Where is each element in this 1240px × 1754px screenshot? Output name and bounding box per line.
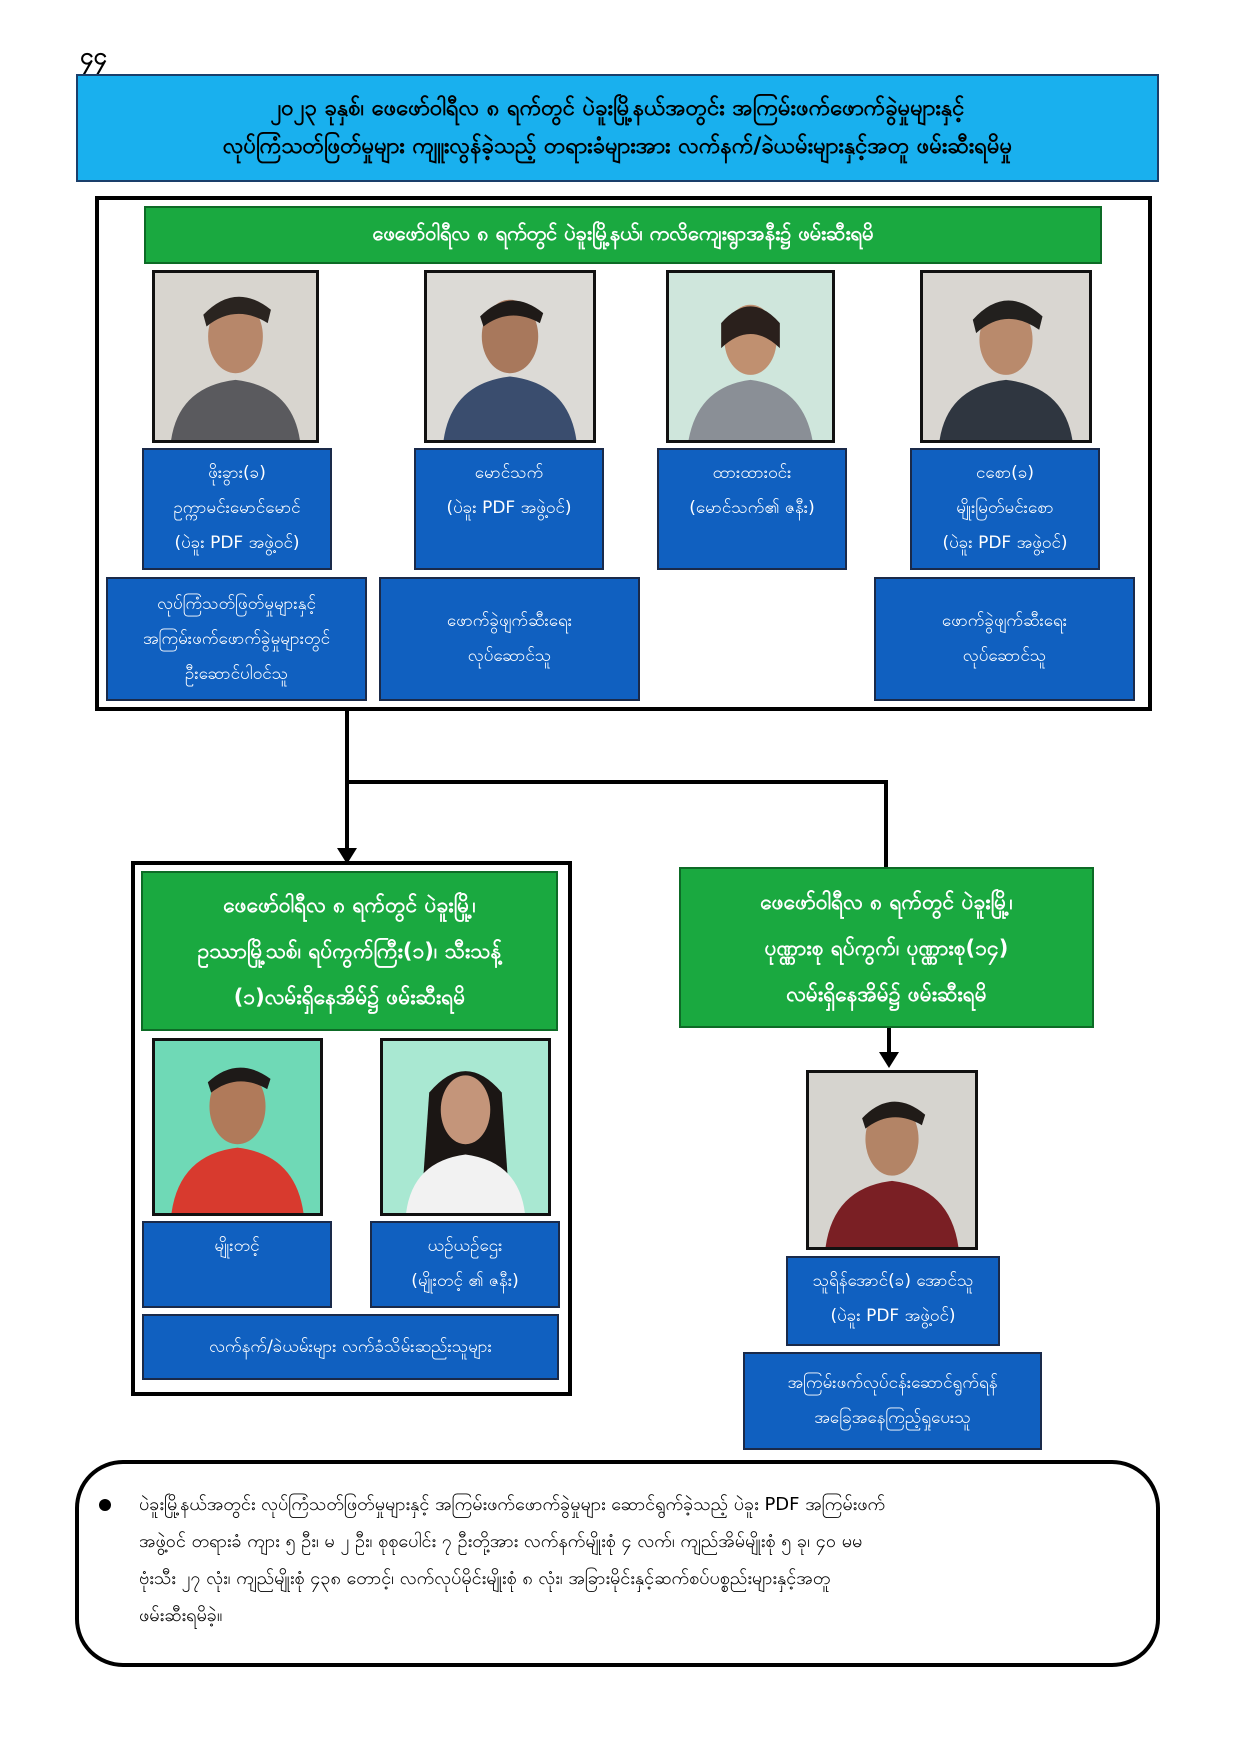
group3-header-line: လမ်းရှိနေအိမ်၌ ဖမ်းဆီးရမိ: [786, 981, 987, 1006]
summary-line: ဗုံးသီး ၂၇ လုံး၊ ကျည်မျိုးစုံ ၄၃၈ တောင့်…: [139, 1568, 831, 1589]
summary-line: အဖွဲ့ဝင် တရားခံ ကျား ၅ ဦး၊ မ ၂ ဦး၊ စုစုပ…: [139, 1531, 863, 1552]
suspect-6-name-box: ယဉ်ယဉ်ဌေး (မျိုးတင့် ၏ ဇနီး): [370, 1221, 560, 1308]
suspect-3-name-line: (မောင်သက်၏ ဇနီး): [689, 498, 815, 518]
connector-line: [345, 711, 349, 782]
arrow-down-icon: [879, 1052, 899, 1068]
suspect-2-role-line: လုပ်ဆောင်သူ: [467, 646, 552, 666]
suspect-photo-1: [152, 270, 319, 443]
suspect-4-name-line: မျိုးမြတ်မင်းစော: [956, 498, 1054, 518]
bullet-icon: [99, 1499, 111, 1511]
suspect-7-name-line: သူရိန်အောင်(ခ) အောင်သူ: [812, 1271, 974, 1291]
suspect-3-name-box: ထားထားဝင်း (မောင်သက်၏ ဇနီး): [657, 448, 847, 570]
group2-header-line: (၁)လမ်းရှိနေအိမ်၌ ဖမ်းဆီးရမိ: [233, 985, 466, 1009]
group2-role-box: လက်နက်/ခဲယမ်းများ လက်ခံသိမ်းဆည်းသူများ: [142, 1314, 559, 1380]
suspect-4-name-line: ငစော(ခ): [975, 463, 1035, 483]
page-number: ၄၄: [80, 42, 107, 70]
suspect-2-name-box: မောင်သက် (ပဲခူး PDF အဖွဲ့ဝင်): [414, 448, 604, 570]
suspect-4-role-line: ဖောက်ခွဲဖျက်ဆီးရေး: [941, 611, 1068, 631]
suspect-2-name-line: (ပဲခူး PDF အဖွဲ့ဝင်): [446, 498, 572, 518]
summary-line: ပဲခူးမြို့နယ်အတွင်း လုပ်ကြံသတ်ဖြတ်မှုမျာ…: [139, 1494, 886, 1515]
suspect-1-name-line: ဥက္ကာမင်းမောင်မောင်: [173, 498, 301, 518]
title-line-2: လုပ်ကြံသတ်ဖြတ်မှုများ ကျူးလွန်ခဲ့သည့် တရ…: [222, 134, 1013, 159]
group3-header-line: ပုဏ္ဏားစု ရပ်ကွက်၊ ပုဏ္ဏားစု(၁၄): [764, 935, 1009, 960]
suspect-photo-4: [920, 270, 1092, 443]
suspect-4-role-line: လုပ်ဆောင်သူ: [962, 646, 1047, 666]
summary-text: ပဲခူးမြို့နယ်အတွင်း လုပ်ကြံသတ်ဖြတ်မှုမျာ…: [139, 1486, 1126, 1634]
suspect-4-role-box: ဖောက်ခွဲဖျက်ဆီးရေး လုပ်ဆောင်သူ: [874, 577, 1135, 701]
suspect-6-name-line: (မျိုးတင့် ၏ ဇနီး): [411, 1271, 519, 1291]
suspect-photo-3: [666, 270, 835, 443]
suspect-1-name-box: ဖိုးခွား(ခ) ဥက္ကာမင်းမောင်မောင် (ပဲခူး P…: [142, 448, 332, 570]
suspect-2-role-box: ဖောက်ခွဲဖျက်ဆီးရေး လုပ်ဆောင်သူ: [379, 577, 640, 701]
group1-header-text: ဖေဖော်ဝါရီလ ၈ ရက်တွင် ပဲခူးမြို့နယ်၊ ကလိ…: [372, 221, 874, 245]
suspect-1-name-line: (ပဲခူး PDF အဖွဲ့ဝင်): [174, 533, 300, 553]
suspect-photo-6: [380, 1038, 551, 1216]
suspect-1-role-line: ဦးဆောင်ပါဝင်သူ: [184, 663, 289, 684]
summary-line: ဖမ်းဆီးရမိခဲ့။: [139, 1605, 223, 1626]
connector-line: [345, 780, 888, 784]
group1-header: ဖေဖော်ဝါရီလ ၈ ရက်တွင် ပဲခူးမြို့နယ်၊ ကလိ…: [144, 206, 1102, 264]
group3-header: ဖေဖော်ဝါရီလ ၈ ရက်တွင် ပဲခူးမြို့၊ ပုဏ္ဏာ…: [679, 867, 1094, 1028]
group2-role-text: လက်နက်/ခဲယမ်းများ လက်ခံသိမ်းဆည်းသူများ: [209, 1336, 492, 1357]
suspect-1-role-line: လုပ်ကြံသတ်ဖြတ်မှုများနှင့်: [157, 593, 316, 614]
suspect-1-name-line: ဖိုးခွား(ခ): [208, 463, 266, 483]
group3-header-line: ဖေဖော်ဝါရီလ ၈ ရက်တွင် ပဲခူးမြို့၊: [760, 889, 1013, 914]
suspect-2-role-line: ဖောက်ခွဲဖျက်ဆီးရေး: [446, 611, 573, 631]
group3-role-box: အကြမ်းဖက်လုပ်ငန်းဆောင်ရွက်ရန် အခြေအနေကြည…: [743, 1352, 1042, 1450]
group2-header-line: ဖေဖော်ဝါရီလ ၈ ရက်တွင် ပဲခူးမြို့၊: [223, 893, 476, 917]
suspect-4-name-box: ငစော(ခ) မျိုးမြတ်မင်းစော (ပဲခူး PDF အဖွဲ…: [910, 448, 1100, 570]
suspect-1-role-box: လုပ်ကြံသတ်ဖြတ်မှုများနှင့် အကြမ်းဖက်ဖောက…: [106, 577, 367, 701]
title-line-1: ၂၀၂၃ ခုနှစ်၊ ဖေဖော်ဝါရီလ ၈ ရက်တွင် ပဲခူး…: [270, 96, 965, 121]
connector-line: [884, 780, 888, 868]
suspect-photo-7: [806, 1070, 978, 1250]
group3-role-line: အကြမ်းဖက်လုပ်ငန်းဆောင်ရွက်ရန်: [787, 1373, 998, 1393]
group2-header-line: ဥဿာမြို့သစ်၊ ရပ်ကွက်ကြီး(၁)၊ သီးသန့်: [197, 939, 502, 963]
suspect-7-name-box: သူရိန်အောင်(ခ) အောင်သူ (ပဲခူး PDF အဖွဲ့ဝ…: [786, 1256, 1000, 1346]
summary-box: ပဲခူးမြို့နယ်အတွင်း လုပ်ကြံသတ်ဖြတ်မှုမျာ…: [75, 1460, 1160, 1667]
suspect-3-name-line: ထားထားဝင်း: [712, 463, 792, 483]
suspect-6-name-line: ယဉ်ယဉ်ဌေး: [427, 1236, 503, 1256]
suspect-4-name-line: (ပဲခူး PDF အဖွဲ့ဝင်): [942, 533, 1068, 553]
suspect-2-name-line: မောင်သက်: [474, 463, 544, 483]
group3-role-line: အခြေအနေကြည့်ရှုပေးသူ: [814, 1408, 971, 1428]
connector-line: [887, 1028, 891, 1054]
connector-line: [345, 780, 349, 852]
suspect-7-name-line: (ပဲခူး PDF အဖွဲ့ဝင်): [830, 1306, 956, 1326]
suspect-1-role-line: အကြမ်းဖက်ဖောက်ခွဲမှုများတွင်: [143, 628, 330, 649]
suspect-photo-5: [152, 1038, 323, 1216]
suspect-5-name-box: မျိုးတင့်: [142, 1221, 332, 1308]
suspect-photo-2: [424, 270, 596, 443]
page-title: ၂၀၂၃ ခုနှစ်၊ ဖေဖော်ဝါရီလ ၈ ရက်တွင် ပဲခူး…: [76, 74, 1159, 182]
suspect-5-name-line: မျိုးတင့်: [214, 1236, 260, 1256]
arrow-down-icon: [337, 848, 357, 864]
group2-header: ဖေဖော်ဝါရီလ ၈ ရက်တွင် ပဲခူးမြို့၊ ဥဿာမြိ…: [141, 871, 558, 1031]
